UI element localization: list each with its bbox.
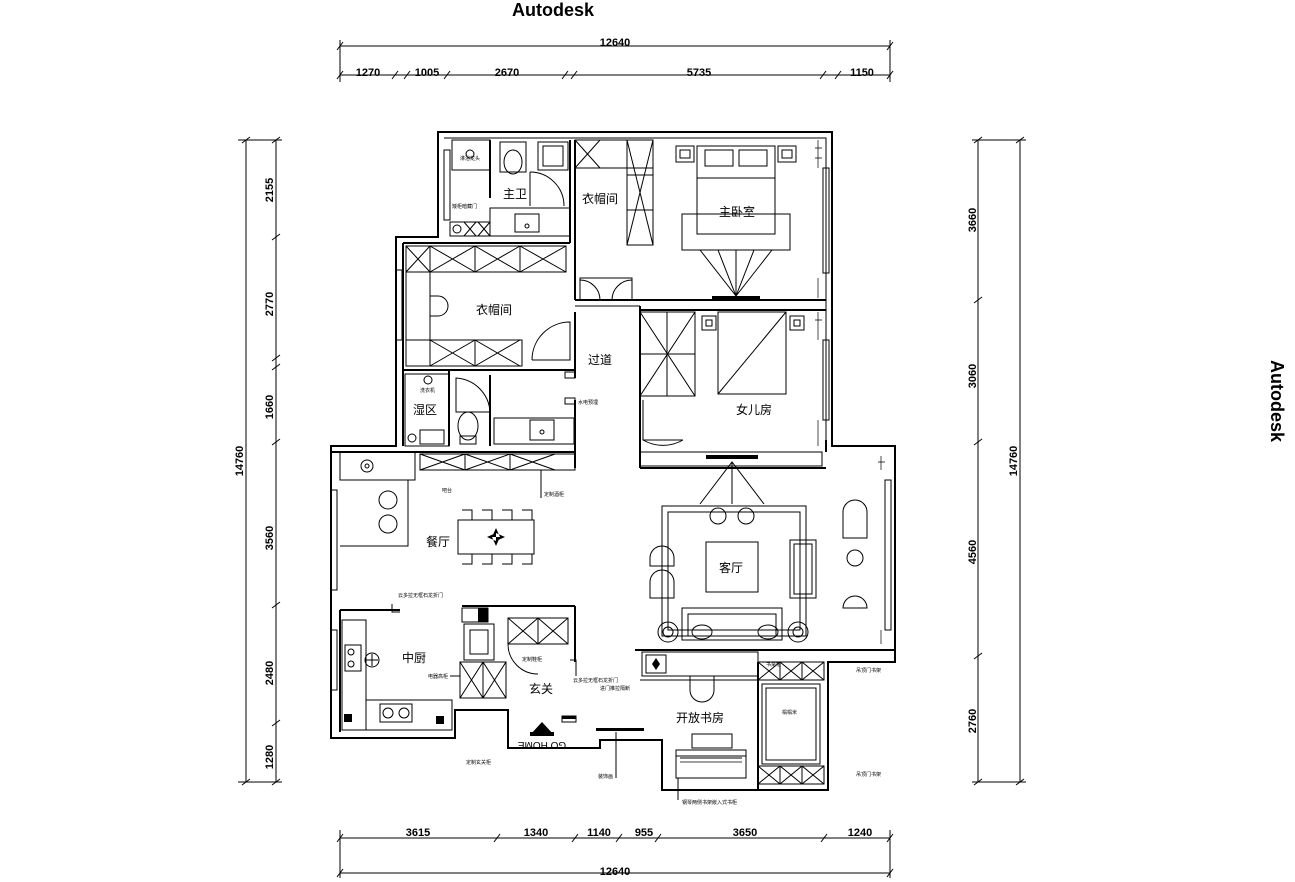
room-label-entrance: 玄关 — [529, 681, 553, 696]
room-label-closet-left: 衣帽间 — [476, 302, 512, 317]
master-bath-fixtures: 淋浴龙头 矮柜暗藏门 — [449, 139, 571, 237]
svg-text:定制玄关柜: 定制玄关柜 — [466, 759, 491, 766]
svg-text:云多拉无框石龙折门: 云多拉无框石龙折门 — [573, 677, 618, 684]
entry-mat-text: GO HOME — [518, 739, 567, 750]
dim-left-seg: 2480 — [264, 661, 276, 685]
dim-right-total: 14760 — [1008, 446, 1020, 477]
svg-text:进门推拉隔断: 进门推拉隔断 — [600, 685, 630, 692]
room-label-daughter-room: 女儿房 — [736, 402, 772, 417]
room-label-study: 开放书房 — [676, 710, 724, 725]
room-label-master-bedroom: 主卧室 — [719, 204, 755, 219]
room-label-corridor: 过道 — [588, 353, 612, 367]
wet-area-fixtures: 洗衣机 水电预埋 — [404, 373, 598, 447]
dim-right-seg: 2760 — [967, 709, 979, 733]
closet-left-fixtures — [405, 245, 571, 367]
svg-text:吧台: 吧台 — [442, 487, 452, 494]
kitchen-fixtures: 电器高柜 定制鞋柜 — [341, 607, 569, 731]
dimension-bottom: 3615 1340 1140 955 3650 1240 12640 — [336, 827, 894, 878]
dim-bottom-seg: 1240 — [848, 827, 872, 839]
dimension-left: 14760 2155 2770 1660 3560 2480 1280 — [234, 136, 282, 786]
svg-text:云多拉无框石龙折门: 云多拉无框石龙折门 — [398, 592, 443, 599]
svg-text:装饰画: 装饰画 — [598, 773, 613, 780]
dim-left-seg: 1660 — [264, 395, 276, 419]
room-label-living: 客厅 — [719, 560, 743, 575]
closet-top-fixtures — [574, 139, 654, 301]
svg-text:水电预埋: 水电预埋 — [578, 399, 598, 406]
master-bedroom-furniture — [675, 140, 822, 300]
dim-top-seg: 1150 — [850, 67, 874, 79]
dim-top-seg: 1005 — [415, 67, 439, 79]
dimension-top: 12640 1270 1005 2670 5735 1150 — [336, 37, 894, 82]
dim-bottom-total: 12640 — [600, 866, 631, 878]
entrance-fixtures: 云多拉无框石龙折门 进门推拉隔断 定制玄关柜 装饰画 — [466, 659, 644, 780]
dim-top-seg: 5735 — [687, 67, 711, 79]
dining-furniture: 吧台 定制酒柜 云多拉无框石龙折门 — [339, 451, 576, 613]
room-labels: 主卫 衣帽间 主卧室 衣帽间 过道 女儿房 湿区 餐厅 客厅 中厨 玄关 开放书… — [402, 187, 772, 750]
room-label-wet-area: 湿区 — [413, 402, 437, 417]
watermark-top: Autodesk — [512, 0, 595, 20]
corridor-fixtures — [564, 371, 576, 405]
walls — [330, 131, 896, 791]
svg-text:矮柜暗藏门: 矮柜暗藏门 — [452, 203, 477, 210]
dim-top-seg: 1270 — [356, 67, 380, 79]
room-label-dining: 餐厅 — [426, 534, 450, 549]
svg-text:定制酒柜: 定制酒柜 — [544, 491, 564, 498]
dim-left-seg: 3560 — [264, 526, 276, 550]
dim-left-total: 14760 — [234, 446, 246, 477]
dim-right-seg: 4560 — [967, 540, 979, 564]
room-label-closet-top: 衣帽间 — [582, 191, 618, 206]
svg-text:定制鞋柜: 定制鞋柜 — [522, 656, 542, 663]
dim-bottom-seg: 3650 — [733, 827, 757, 839]
study-furniture: 书桌柜 榻榻米 吊顶门书架 吊顶门书架 钢琴两侧书架嵌入式书柜 — [641, 651, 881, 806]
svg-text:榻榻米: 榻榻米 — [782, 709, 797, 716]
dim-bottom-seg: 1140 — [587, 827, 611, 839]
dimension-right: 3660 3060 4560 2760 14760 — [967, 136, 1026, 786]
dim-right-seg: 3060 — [967, 364, 979, 388]
windows — [330, 149, 892, 691]
dim-bottom-seg: 3615 — [406, 827, 430, 839]
svg-text:钢琴两侧书架嵌入式书柜: 钢琴两侧书架嵌入式书柜 — [682, 799, 737, 806]
svg-text:吊顶门书架: 吊顶门书架 — [856, 771, 881, 778]
svg-text:电器高柜: 电器高柜 — [428, 673, 448, 680]
daughter-room-furniture — [639, 311, 822, 446]
svg-text:淋浴龙头: 淋浴龙头 — [460, 155, 480, 162]
dim-top-seg: 2670 — [495, 67, 519, 79]
dim-bottom-seg: 955 — [635, 827, 653, 839]
living-furniture — [639, 451, 885, 644]
room-label-master-bath: 主卫 — [503, 187, 527, 201]
dim-left-seg: 2770 — [264, 292, 276, 316]
svg-text:吊顶门书架: 吊顶门书架 — [856, 667, 881, 674]
svg-text:洗衣机: 洗衣机 — [420, 387, 435, 394]
dim-top-total: 12640 — [600, 37, 631, 49]
dim-bottom-seg: 1340 — [524, 827, 548, 839]
dim-left-seg: 2155 — [264, 178, 276, 202]
room-label-kitchen: 中厨 — [402, 650, 426, 665]
dim-left-seg: 1280 — [264, 745, 276, 769]
dim-right-seg: 3660 — [967, 208, 979, 232]
svg-text:书桌柜: 书桌柜 — [766, 661, 781, 668]
